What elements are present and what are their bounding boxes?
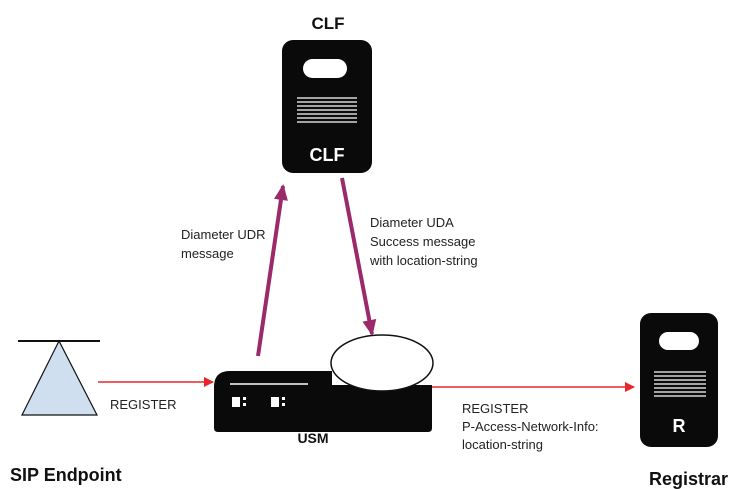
diameter-uda-arrow <box>340 177 377 336</box>
registrar-server-label: R <box>673 416 686 436</box>
clf-title: CLF <box>311 14 344 33</box>
usm-label: USM <box>297 430 328 446</box>
register-out-label: REGISTER P-Access-Network-Info: location… <box>462 401 602 452</box>
uda-message-label: Diameter UDA Success message with locati… <box>369 215 479 268</box>
usm-router-icon <box>214 334 434 432</box>
clf-server-label: CLF <box>310 145 345 165</box>
registrar-server-icon: R <box>640 313 718 447</box>
udr-message-label: Diameter UDR message <box>181 227 269 261</box>
diameter-udr-arrow <box>256 184 288 357</box>
registrar-label: Registrar <box>649 469 728 489</box>
register-in-label: REGISTER <box>110 397 176 412</box>
clf-server-icon: CLF <box>282 40 372 173</box>
sip-endpoint-label: SIP Endpoint <box>10 465 122 485</box>
sip-endpoint-icon <box>18 339 100 416</box>
